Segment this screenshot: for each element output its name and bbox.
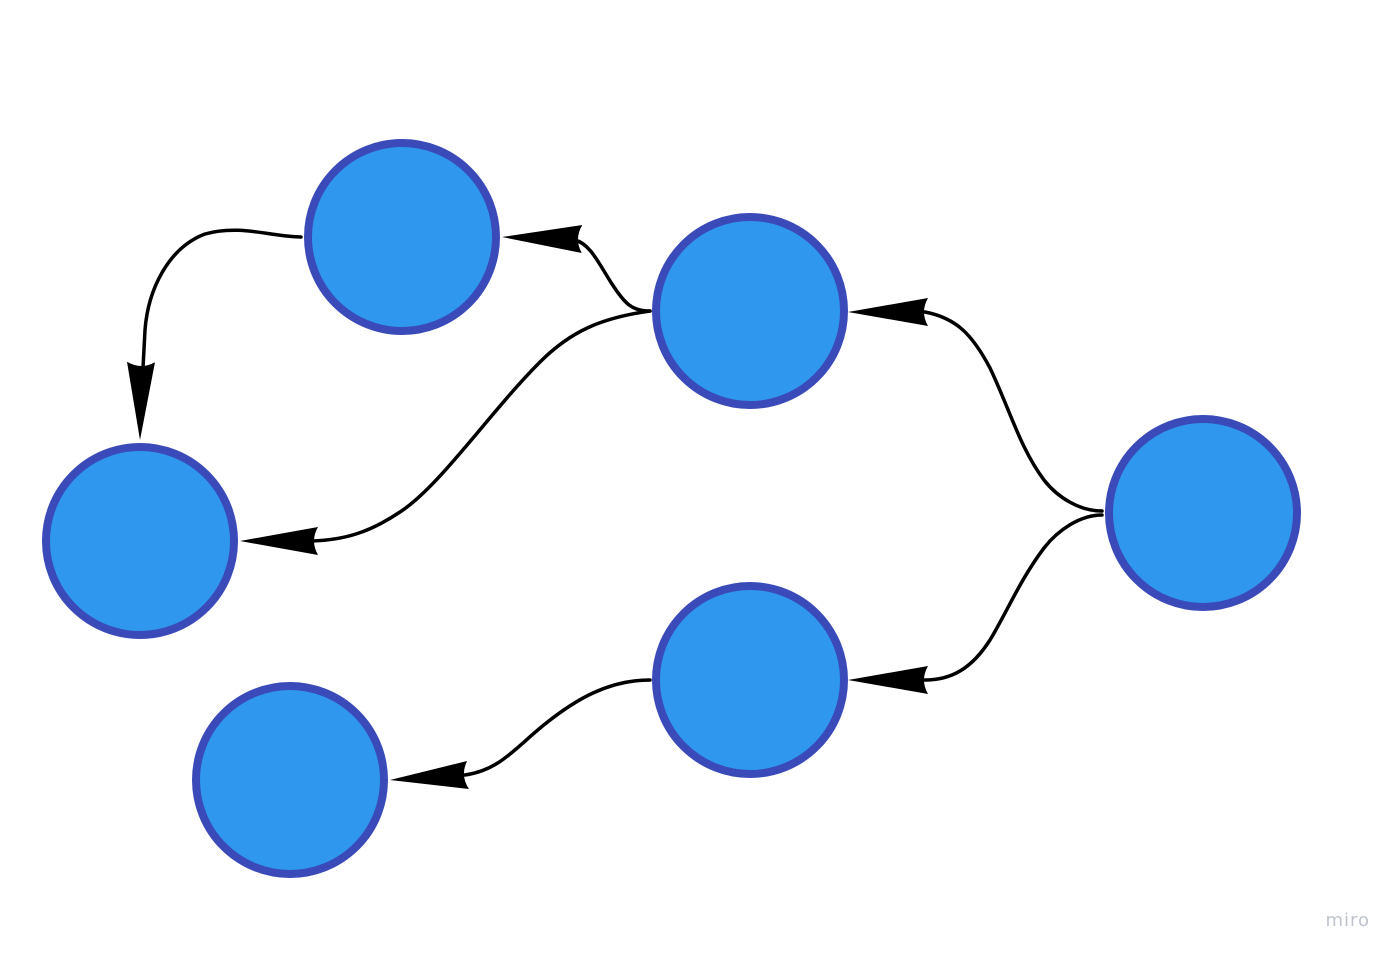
edge-n6-to-n3 (925, 312, 1102, 511)
arrowhead-n5-to-n4 (390, 761, 469, 789)
arrowhead-n6-to-n3 (848, 298, 928, 326)
miro-watermark: miro (1325, 910, 1370, 931)
node-n4 (196, 686, 384, 874)
node-n5 (656, 586, 844, 774)
nodes-group (46, 143, 1297, 874)
edge-n2-to-n1 (143, 230, 301, 368)
node-n3 (656, 217, 844, 405)
arrowhead-n3-to-n1 (240, 527, 318, 555)
node-n2 (308, 143, 496, 331)
edge-n3-to-n1 (312, 311, 650, 541)
arrowhead-n6-to-n5 (848, 666, 928, 694)
edge-n3-to-n2 (575, 240, 650, 311)
edge-n5-to-n4 (465, 680, 650, 775)
edge-n6-to-n5 (925, 515, 1102, 680)
arrowhead-n3-to-n2 (502, 225, 582, 253)
arrowhead-n2-to-n1 (127, 362, 155, 440)
node-n1 (46, 447, 234, 635)
node-n6 (1109, 419, 1297, 607)
